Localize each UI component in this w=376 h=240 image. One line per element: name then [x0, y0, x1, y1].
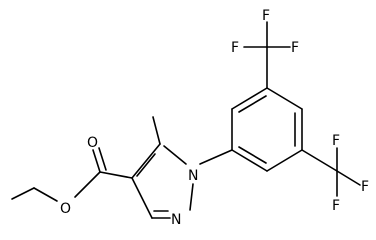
bond-ar-cf3-right	[301, 149, 338, 172]
bond-ar-c6-c1	[231, 149, 268, 172]
atom-f-top-left: F	[231, 40, 239, 56]
bonds	[11, 21, 361, 219]
bond-c5-c4	[131, 143, 161, 179]
bond-c4-c3	[131, 177, 153, 219]
bond-n1-aryl	[199, 149, 233, 165]
bond-c5-c4-inner	[136, 153, 156, 177]
atom-n2: N	[171, 212, 181, 228]
bond-o-ethyl	[33, 187, 58, 202]
atom-f-top-right: F	[291, 40, 299, 56]
atom-labels: N N O O F F F F F F	[60, 8, 369, 228]
bond-ar-c3-c4	[266, 87, 303, 110]
atom-f-right-right: F	[361, 179, 369, 195]
bond-n2-n1	[189, 183, 194, 211]
atom-f-right-down: F	[332, 198, 340, 214]
atom-o-carbonyl: O	[87, 135, 98, 151]
bond-carbonyl-o-ester	[74, 171, 101, 198]
bond-ar-c5-c6	[266, 149, 303, 172]
atom-f-right-up: F	[332, 133, 340, 149]
atom-n1: N	[188, 168, 198, 184]
bond-n1-c5	[163, 145, 187, 165]
bond-c5-methyl	[152, 116, 161, 145]
bond-c4-carbonyl	[99, 171, 133, 179]
bond-ar-c2-c3-inner	[238, 95, 267, 113]
bond-carbonyl-o-double-a	[92, 149, 101, 173]
atom-f-top-up: F	[262, 8, 270, 24]
bond-cf3-right-f-right	[336, 170, 361, 186]
bond-ethyl-ch3	[11, 187, 35, 200]
bond-carbonyl-o-double-b	[98, 147, 107, 171]
bond-ar-c2-c3	[231, 87, 268, 110]
atom-o-ester: O	[60, 201, 71, 217]
bond-ar-c6-c1-inner	[238, 146, 267, 164]
